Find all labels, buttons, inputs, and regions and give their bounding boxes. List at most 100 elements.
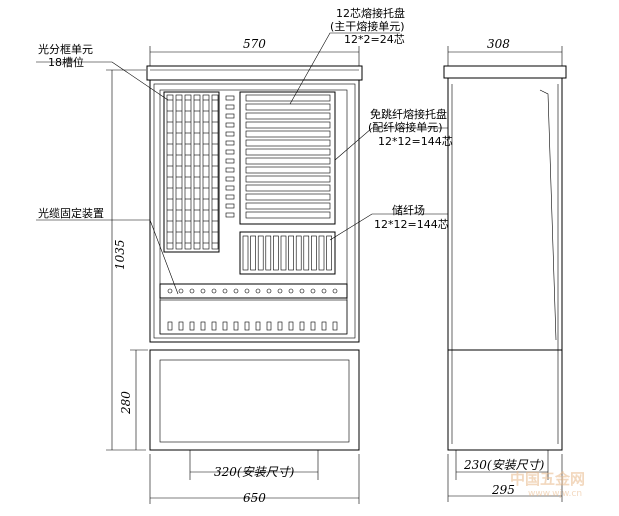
tray-hinge <box>225 104 235 110</box>
fusion-tray <box>245 94 331 102</box>
fusion-tray <box>245 175 331 183</box>
label-cable-fix: 光缆固定装置 <box>38 206 104 220</box>
fusion-tray <box>245 157 331 165</box>
label-patch-cores: 12*12=144芯 <box>378 134 453 148</box>
fixing-bolt <box>189 288 195 294</box>
tray-hinge <box>225 176 235 182</box>
side-cabinet-body <box>447 77 563 451</box>
watermark-brand: 中国五金网 <box>510 470 585 488</box>
splitter-slot <box>211 94 219 250</box>
fixing-bolt <box>178 288 184 294</box>
fixing-bolt <box>310 288 316 294</box>
storage-cell <box>288 235 294 271</box>
fixing-bolt <box>211 288 217 294</box>
fixing-bolt <box>266 288 272 294</box>
ground-clip <box>277 321 283 331</box>
dim-base-height: 280 <box>119 391 133 415</box>
storage-cell <box>295 235 302 271</box>
splitter-slot <box>184 94 192 250</box>
storage-cell <box>242 235 249 271</box>
fusion-tray <box>245 121 331 129</box>
fusion-tray-stack <box>225 91 336 225</box>
dim-height: 1035 <box>113 239 127 270</box>
fixing-bolt <box>200 288 206 294</box>
fusion-tray <box>245 211 331 219</box>
ground-clip <box>266 321 272 331</box>
tray-hinge <box>225 122 235 128</box>
ground-clip <box>244 321 250 331</box>
storage-cell <box>250 235 256 271</box>
dim-depth-top: 308 <box>487 37 510 51</box>
ground-clip <box>200 321 206 331</box>
ground-clip <box>233 321 239 331</box>
label-tray-12: 12芯熔接托盘 <box>336 6 405 20</box>
storage-cell <box>273 235 279 271</box>
dim-depth-bottom: 295 <box>491 483 515 497</box>
fixing-bolt <box>233 288 239 294</box>
ground-clip <box>222 321 228 331</box>
ground-clip <box>310 321 316 331</box>
tray-hinge <box>225 140 235 146</box>
ground-clip <box>299 321 305 331</box>
splitter-frame <box>163 91 220 253</box>
fusion-tray <box>245 148 331 156</box>
fixing-bolt <box>299 288 305 294</box>
ground-clip <box>255 321 261 331</box>
storage-cell <box>257 235 264 271</box>
splitter-slot <box>193 94 201 250</box>
fusion-tray <box>245 139 331 147</box>
fusion-tray <box>245 166 331 174</box>
fixing-bolt <box>332 288 338 294</box>
tray-hinge <box>225 212 235 218</box>
tray-hinge <box>225 158 235 164</box>
splitter-slot <box>166 94 174 250</box>
tray-hinge <box>225 95 235 101</box>
tray-hinge <box>225 194 235 200</box>
fiber-storage-field <box>239 231 336 275</box>
label-storage-cores: 12*12=144芯 <box>374 217 449 231</box>
ground-clip <box>167 321 173 331</box>
label-patch-unit: (配纤熔接单元) <box>368 120 443 134</box>
tray-hinge <box>225 131 235 137</box>
splitter-slot <box>202 94 210 250</box>
label-storage: 储纤场 <box>392 203 425 217</box>
ground-clip <box>189 321 195 331</box>
fusion-tray <box>245 112 331 120</box>
fusion-tray <box>245 202 331 210</box>
storage-cell <box>318 235 325 271</box>
ground-clip <box>321 321 327 331</box>
ground-clip <box>211 321 217 331</box>
front-base <box>149 349 360 451</box>
watermark-url: www.wjw.cn <box>528 489 582 499</box>
splitter-slot <box>175 94 183 250</box>
label-splitter-frame: 光分框单元 <box>38 42 93 56</box>
label-patch-tray: 免跳纤熔接托盘 <box>370 107 447 121</box>
fusion-tray <box>245 103 331 111</box>
fusion-tray <box>245 130 331 138</box>
label-tray-cores: 12*2=24芯 <box>344 32 405 46</box>
fixing-bolt <box>277 288 283 294</box>
tray-hinge <box>225 203 235 209</box>
fusion-tray <box>245 184 331 192</box>
fusion-tray <box>245 193 331 201</box>
ground-clip <box>332 321 338 331</box>
tray-hinge <box>225 149 235 155</box>
label-slots: 18槽位 <box>48 55 84 69</box>
side-top-cap <box>443 65 567 79</box>
ground-clip <box>288 321 294 331</box>
dim-install-side: 230(安装尺寸) <box>463 458 545 472</box>
storage-cell <box>311 235 317 271</box>
fixing-bolt <box>244 288 250 294</box>
fixing-bolt <box>321 288 327 294</box>
fixing-bolt <box>222 288 228 294</box>
tray-hinge <box>225 167 235 173</box>
storage-cell <box>326 235 332 271</box>
tray-hinge <box>225 185 235 191</box>
ground-clip <box>178 321 184 331</box>
front-top-cap <box>146 65 363 81</box>
cable-fixing-device <box>159 283 348 335</box>
fixing-bolt <box>167 288 173 294</box>
storage-cell <box>265 235 272 271</box>
dim-width-top: 570 <box>243 37 266 51</box>
